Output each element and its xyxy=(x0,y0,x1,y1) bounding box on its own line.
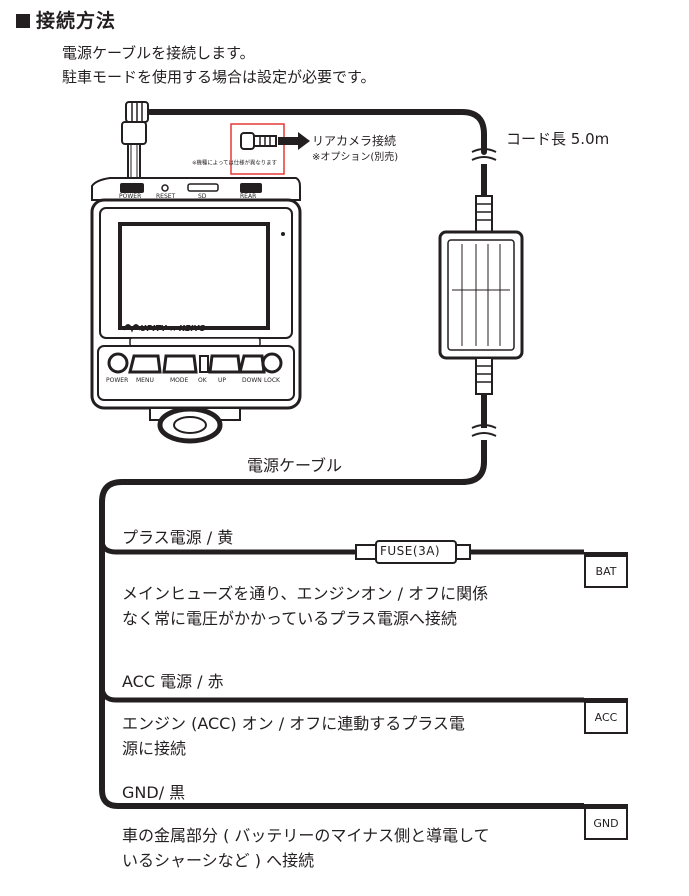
rear-camera-small-note: ※機種によっては仕様が異なります xyxy=(192,159,277,167)
button-label-ok: OK xyxy=(198,377,207,384)
rear-camera-note: ※オプション(別売) xyxy=(312,152,399,163)
intro-line-1: 電源ケーブルを接続します。 xyxy=(62,44,255,62)
wire-bat-title: プラス電源 / 黄 xyxy=(122,528,234,547)
wire-acc xyxy=(99,685,584,703)
brand-logo xyxy=(123,324,141,333)
power-cable-label: 電源ケーブル xyxy=(247,456,343,475)
wire-acc-desc-1: エンジン (ACC) オン / オフに連動するプラス電 xyxy=(122,714,465,733)
intro-line-2: 駐車モードを使用する場合は設定が必要です。 xyxy=(62,68,376,86)
port-label-power: POWER xyxy=(119,193,142,200)
terminal-acc-label: ACC xyxy=(594,711,618,724)
box-grommet-top xyxy=(475,195,493,233)
rear-camera-plug xyxy=(240,132,277,150)
wire-gnd-desc-2: いるシャーシなど ) へ接続 xyxy=(122,851,315,870)
power-cable-top xyxy=(147,109,487,155)
terminal-bat: BAT xyxy=(584,552,628,588)
port-label-sd: SD xyxy=(198,193,207,200)
button-label-menu: MENU xyxy=(136,377,154,384)
wire-bat-desc-1: メインヒューズを通り、エンジンオン / オフに関係 xyxy=(122,584,489,603)
button-label-down: DOWN xyxy=(242,377,262,384)
wire-acc-desc-2: 源に接続 xyxy=(122,739,187,758)
button-label-power: POWER xyxy=(106,377,129,384)
wire-bat xyxy=(99,539,584,555)
port-label-reset: RESET xyxy=(156,193,176,200)
brand-label: UPITY × KEIYO xyxy=(140,324,206,333)
terminal-gnd-label: GND xyxy=(593,817,619,830)
wire-gnd-title: GND/ 黒 xyxy=(122,783,186,802)
box-grommet-bottom xyxy=(475,357,493,395)
power-plug xyxy=(121,101,149,179)
wire-bat-desc-2: なく常に電圧がかかっているプラス電源へ接続 xyxy=(122,609,457,628)
fuse-holder xyxy=(355,540,471,564)
arrow-right-icon xyxy=(278,132,310,150)
wire-acc-title: ACC 電源 / 赤 xyxy=(122,672,224,691)
wire-gnd-desc-1: 車の金属部分 ( バッテリーのマイナス側と導電して xyxy=(122,826,490,845)
button-label-mode: MODE xyxy=(170,377,189,384)
button-label-up: UP xyxy=(218,377,227,384)
square-bullet-icon xyxy=(16,14,30,28)
cable-break-bottom xyxy=(471,424,497,437)
fuse-label: FUSE(3A) xyxy=(380,544,441,558)
power-cable-lower xyxy=(99,440,584,809)
cable-break-top xyxy=(471,148,497,161)
button-label-lock: LOCK xyxy=(264,377,280,384)
terminal-gnd: GND xyxy=(584,804,628,840)
terminal-bat-label: BAT xyxy=(595,565,617,578)
port-label-rear: REAR xyxy=(240,193,257,200)
section-title: 接続方法 xyxy=(16,6,116,33)
terminal-acc: ACC xyxy=(584,698,628,734)
dashcam xyxy=(90,177,302,444)
rear-camera-highlight xyxy=(230,123,285,175)
converter-box xyxy=(438,230,524,360)
rear-camera-label: リアカメラ接続 xyxy=(312,134,397,148)
cord-length-label: コード長 5.0m xyxy=(506,130,610,148)
